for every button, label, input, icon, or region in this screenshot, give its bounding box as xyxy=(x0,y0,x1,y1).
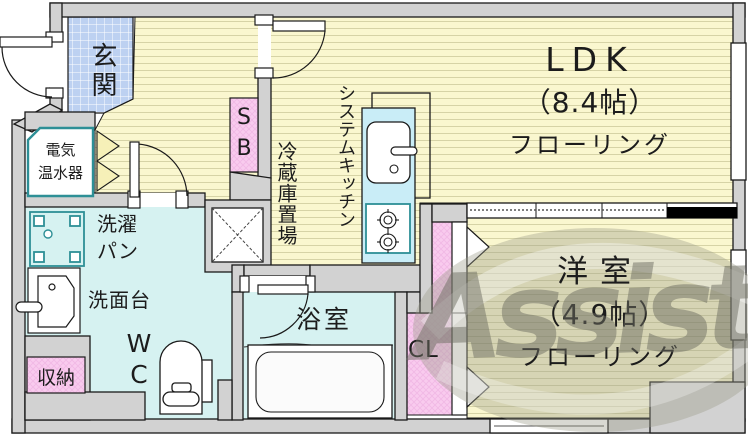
genkan-label: 玄関 xyxy=(87,42,117,100)
ldk-door xyxy=(272,20,326,79)
ldk-window xyxy=(730,42,747,181)
ldk-floor-label: フローリング xyxy=(509,131,671,159)
door-post xyxy=(175,190,189,209)
laundry-pan-unit xyxy=(29,211,85,267)
fridge-space-box xyxy=(211,207,264,263)
storage-box xyxy=(26,356,86,394)
fridge-space-label: 冷蔵庫置場 xyxy=(274,141,298,246)
ldk-door-opening xyxy=(258,17,271,77)
laundry-pan-label: 洗濯 パン xyxy=(97,212,138,263)
ldk-name: LDK xyxy=(545,40,635,79)
door-swings xyxy=(0,20,326,339)
entrance-opening xyxy=(50,40,62,90)
door-post xyxy=(239,275,250,293)
door-post xyxy=(254,67,274,79)
bathroom-door xyxy=(257,284,309,339)
bathtub-unit xyxy=(243,343,394,419)
ldk-label-block: LDK （8.4帖） フローリング xyxy=(460,40,720,160)
entrance-door xyxy=(0,36,53,98)
yoshitsu-side-window xyxy=(730,249,747,341)
yoshitsu-label-block: 洋室 （4.9帖） フローリング xyxy=(455,246,745,372)
sliding-partition xyxy=(466,202,738,219)
heater-louver-door xyxy=(96,129,120,193)
wc-label: W C xyxy=(126,329,152,390)
fixtures-drawn xyxy=(15,92,431,419)
washroom-door-opening xyxy=(137,193,178,207)
toilet-unit xyxy=(159,340,213,415)
yoshitsu-size: （4.9帖） xyxy=(532,298,668,331)
system-kitchen-label: システムキッチン xyxy=(335,84,356,228)
door-post xyxy=(45,87,64,99)
shoe-box-label: S B xyxy=(236,105,252,161)
system-kitchen-unit xyxy=(361,92,431,264)
water-heater-label: 電気 温水器 xyxy=(37,141,83,182)
yoshitsu-floor-label: フローリング xyxy=(519,343,681,371)
shoe-box xyxy=(229,97,259,173)
washstand-label: 洗面台 xyxy=(88,288,151,312)
ldk-size: （8.4帖） xyxy=(522,86,658,119)
washroom-door xyxy=(129,141,188,198)
stove-burners xyxy=(377,209,399,253)
kitchen-faucet xyxy=(390,146,418,156)
closet-label: CL xyxy=(408,337,439,363)
storage-label: 収納 xyxy=(36,367,75,389)
watermark-graphic xyxy=(413,228,748,432)
door-post xyxy=(305,275,316,293)
water-heater-unit xyxy=(26,126,95,198)
yoshitsu-name: 洋室 xyxy=(557,254,643,290)
closet-folding-door xyxy=(451,221,490,416)
washstand-unit xyxy=(15,267,81,334)
bathroom-label: 浴室 xyxy=(296,305,353,334)
door-post xyxy=(254,14,274,26)
openings-and-windows xyxy=(45,14,747,434)
cabinets xyxy=(26,97,259,394)
